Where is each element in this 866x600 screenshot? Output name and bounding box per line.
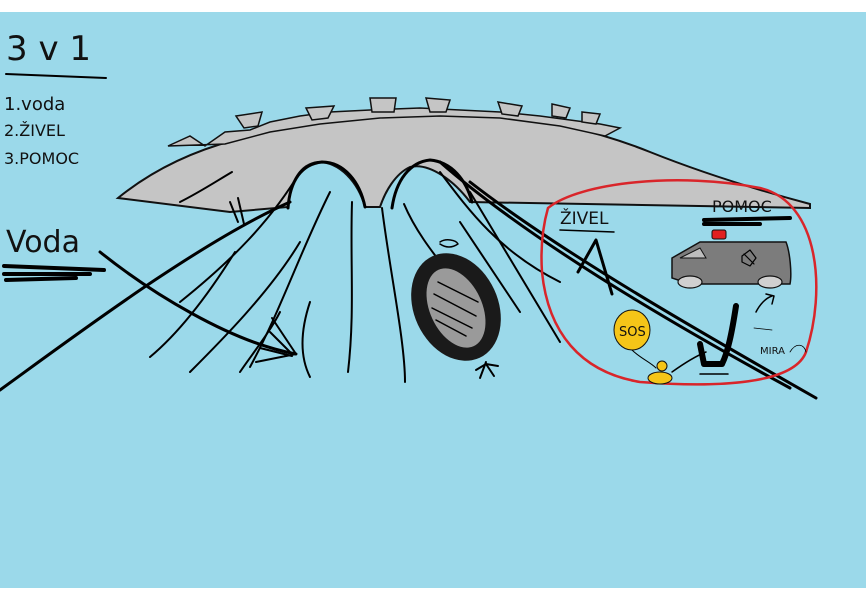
boat-ribs	[431, 281, 479, 337]
swimmer-head	[656, 360, 668, 372]
arrowhead	[255, 317, 297, 363]
swimmer-body	[647, 371, 673, 385]
zivel-label: ŽIVEL	[560, 207, 609, 229]
van-wheel-front	[677, 275, 703, 289]
rope-lines	[671, 351, 729, 375]
balloon-string	[631, 349, 657, 369]
heading-underline	[5, 73, 107, 79]
bridge-merlons	[234, 97, 602, 129]
voda-underline	[2, 264, 106, 282]
pomoc-underline	[702, 216, 792, 226]
van-window	[679, 247, 707, 259]
drawing-canvas: 3 v 1 1.voda 2.ŽIVEL 3.POMOC	[0, 12, 866, 588]
signature-scribble	[753, 327, 807, 353]
van-emblem	[741, 249, 757, 267]
list-item-1: 1.voda	[4, 94, 65, 115]
signature: MIRA	[760, 346, 785, 357]
river-waves	[149, 171, 561, 383]
sos-text: SOS	[619, 325, 646, 340]
red-circle	[540, 179, 818, 386]
motion-arrow	[755, 293, 775, 313]
title-block: 3 v 1 1.voda 2.ŽIVEL 3.POMOC	[4, 29, 107, 168]
voda-label: Voda	[6, 225, 80, 260]
rescue-scene: ŽIVEL POMOC SOS MIRA	[540, 179, 818, 386]
list-item-3: 3.POMOC	[4, 149, 79, 168]
bridge-parapet	[167, 107, 623, 147]
boat-flag	[439, 239, 459, 248]
zivel-peak	[576, 238, 614, 296]
siren-light	[711, 229, 727, 240]
rescue-hook	[697, 303, 739, 367]
boat-propeller	[475, 361, 499, 379]
diagonal-lines	[0, 160, 818, 400]
pomoc-label: POMOC	[712, 197, 772, 216]
van-wheel-back	[757, 275, 783, 289]
zivel-underline	[559, 229, 615, 233]
list-item-2: 2.ŽIVEL	[4, 121, 65, 140]
bridge-left-slope	[179, 171, 245, 225]
bridge-arch-left	[286, 160, 367, 210]
rubber-boat	[411, 239, 501, 379]
heading-text: 3 v 1	[6, 29, 91, 69]
voda-label-group: Voda	[2, 225, 106, 282]
